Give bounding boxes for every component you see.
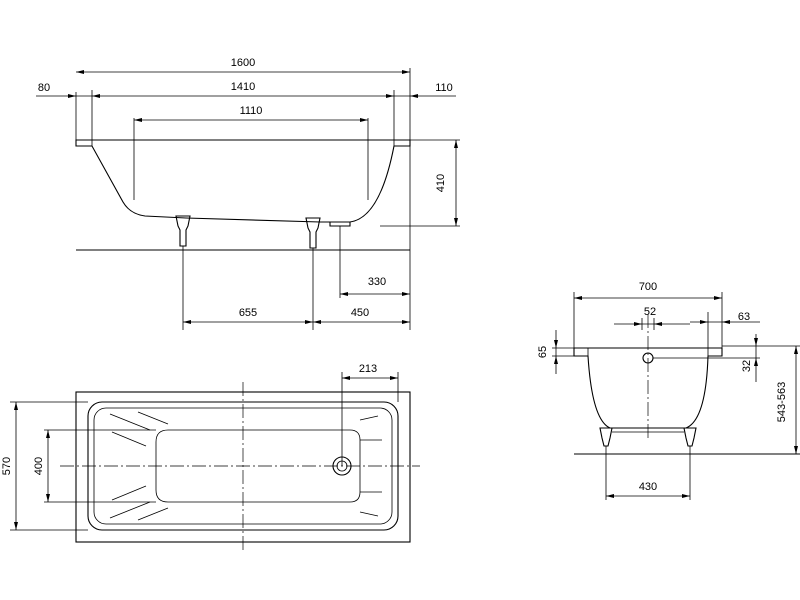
dim-52: 52 (614, 306, 690, 330)
end-view: 700 52 63 65 32 (537, 281, 800, 500)
side-view-leg-left (175, 215, 191, 247)
dim-410: 410 (435, 140, 458, 226)
end-view-inner-wall (587, 348, 709, 356)
dim-right-rim: 110 (435, 82, 453, 94)
dim-left-rim: 80 (38, 82, 50, 94)
dim-63: 63 (690, 311, 760, 324)
dim-depth: 410 (435, 174, 447, 192)
dim-inner-length: 1410 (231, 81, 255, 93)
dim-end-rim-height: 65 (537, 346, 549, 358)
dim-drain-offset: 330 (368, 276, 386, 288)
dim-430: 430 (606, 481, 690, 498)
dim-overall-width: 570 (1, 457, 13, 475)
side-view-drain (329, 221, 351, 227)
dim-570: 570 (1, 402, 18, 530)
dim-400: 400 (33, 430, 50, 502)
dim-700: 700 (574, 281, 722, 300)
dim-bottom-length: 1110 (240, 105, 263, 117)
dim-1110: 1110 (134, 105, 368, 122)
top-view-ribs (109, 411, 382, 521)
dim-213: 213 (342, 363, 398, 380)
dim-110: 110 (394, 82, 456, 98)
end-view-tub-outline (573, 347, 723, 429)
top-view: 570 400 213 (1, 363, 420, 552)
dim-32: 32 (741, 334, 758, 382)
dim-drain-from-end: 213 (359, 363, 377, 375)
dim-1410: 1410 (92, 81, 394, 98)
side-view-leg-right (305, 217, 321, 249)
dim-leg-to-end: 450 (351, 307, 369, 319)
dim-end-total-height: 543-563 (776, 382, 788, 422)
dim-end-overall-width: 700 (639, 281, 657, 293)
dim-end-overflow-height: 32 (741, 360, 753, 372)
dim-80: 80 (36, 82, 100, 98)
dim-end-leg-spacing: 430 (639, 481, 657, 493)
dim-overall-length: 1600 (231, 57, 255, 69)
end-view-leg-right (683, 427, 697, 447)
side-view-tub-outline (75, 139, 411, 223)
dim-450: 450 (313, 307, 410, 324)
dim-inner-width: 400 (33, 457, 45, 475)
top-view-bottom-panel (155, 429, 361, 503)
dim-330: 330 (340, 276, 410, 296)
end-view-leg-left (599, 427, 613, 447)
dim-end-rim-width: 63 (738, 311, 750, 323)
side-view: 1600 80 1410 110 1110 (36, 57, 460, 330)
dim-65: 65 (537, 330, 558, 374)
dim-end-drain-width: 52 (644, 306, 656, 318)
side-view-tub-inner-line (91, 90, 395, 146)
dim-1600: 1600 (76, 57, 410, 74)
dim-leg-spacing: 655 (239, 307, 257, 319)
dim-655: 655 (183, 307, 313, 324)
dim-543-563: 543-563 (776, 346, 798, 454)
